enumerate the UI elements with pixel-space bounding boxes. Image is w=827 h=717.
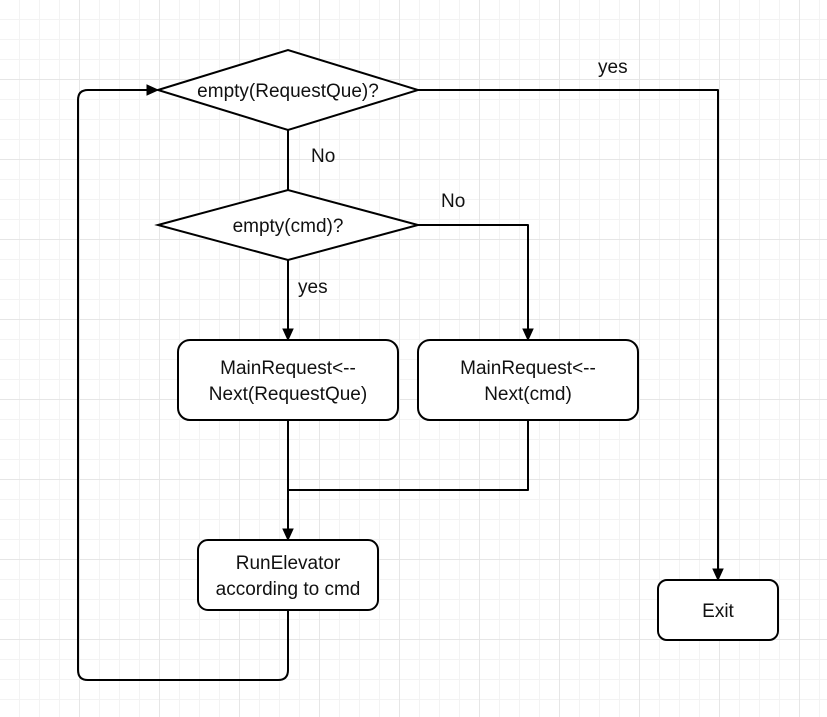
arrowhead-exit — [712, 568, 724, 582]
edge-label-cmd-yes: yes — [298, 277, 328, 298]
terminal-exit[interactable]: Exit — [657, 579, 779, 641]
edge-label-queue-no: No — [311, 146, 335, 167]
edge-label-queue-yes: yes — [598, 57, 628, 78]
edge-labels: yes No No yes — [298, 57, 628, 298]
edge-next-cmd-to-merge — [288, 420, 529, 491]
edge-queue-yes-to-exit — [418, 89, 719, 570]
edge-run-loop-back — [77, 89, 289, 681]
edge-label-cmd-no: No — [441, 191, 465, 212]
decision-empty-cmd-label: empty(cmd)? — [233, 216, 344, 237]
arrowhead-next-cmd — [522, 328, 534, 342]
process-run-elevator[interactable]: RunElevator according to cmd — [197, 539, 379, 611]
terminal-exit-label: Exit — [702, 601, 734, 622]
edges — [77, 84, 724, 681]
process-next-requestque-line1: MainRequest<-- — [220, 358, 356, 379]
edge-cmd-no-to-next-cmd — [418, 224, 529, 330]
arrowhead-run — [282, 528, 294, 542]
process-run-elevator-line1: RunElevator — [236, 553, 341, 574]
process-next-requestque[interactable]: MainRequest<-- Next(RequestQue) — [177, 339, 399, 421]
process-next-cmd-line1: MainRequest<-- — [460, 358, 596, 379]
decision-empty-requestque[interactable]: empty(RequestQue)? — [154, 48, 422, 132]
decision-empty-requestque-label: empty(RequestQue)? — [197, 81, 379, 102]
process-next-requestque-line2: Next(RequestQue) — [209, 384, 367, 405]
process-next-cmd-line2: Next(cmd) — [484, 384, 572, 405]
decision-empty-cmd[interactable]: empty(cmd)? — [154, 188, 422, 262]
arrowhead-next-queue — [282, 328, 294, 342]
arrowhead-loop — [146, 84, 160, 96]
process-run-elevator-line2: according to cmd — [216, 579, 361, 600]
process-next-cmd[interactable]: MainRequest<-- Next(cmd) — [417, 339, 639, 421]
